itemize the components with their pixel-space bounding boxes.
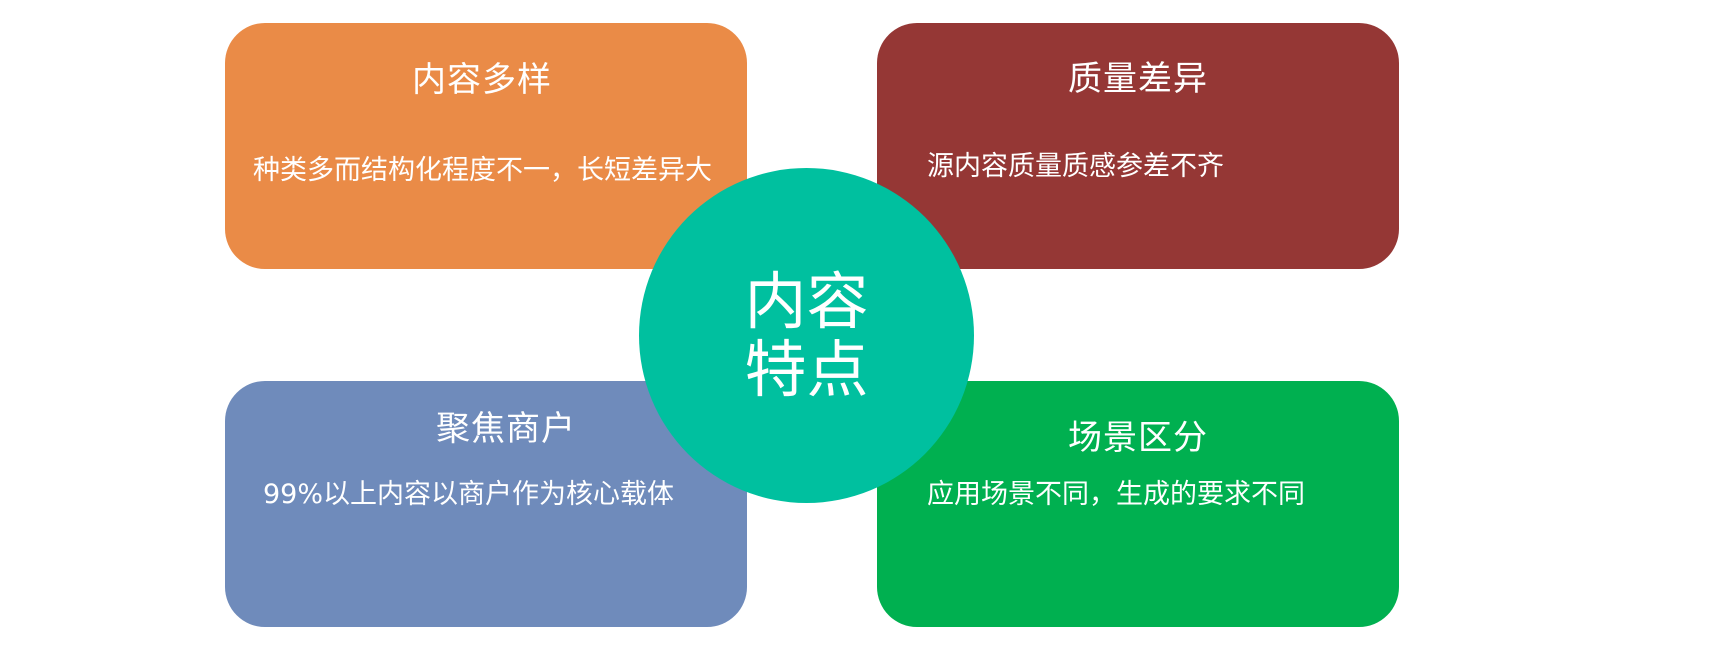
- card-description: 种类多而结构化程度不一，长短差异大: [253, 155, 712, 186]
- card-merchant-focus: 聚焦商户 99%以上内容以商户作为核心载体: [225, 381, 747, 627]
- card-title: 内容多样: [412, 60, 552, 100]
- card-title: 聚焦商户: [436, 409, 576, 449]
- card-description: 应用场景不同，生成的要求不同: [927, 479, 1305, 510]
- card-description: 99%以上内容以商户作为核心载体: [263, 479, 675, 510]
- center-hub-label: 内容特点: [744, 264, 869, 406]
- card-title: 质量差异: [1068, 59, 1208, 99]
- card-description: 源内容质量质感参差不齐: [927, 151, 1224, 182]
- card-scenario-distinction: 场景区分 应用场景不同，生成的要求不同: [877, 381, 1399, 627]
- center-hub-circle: 内容特点: [639, 168, 974, 503]
- card-quality-difference: 质量差异 源内容质量质感参差不齐: [877, 23, 1399, 269]
- card-content-diversity: 内容多样 种类多而结构化程度不一，长短差异大: [225, 23, 747, 269]
- card-title: 场景区分: [1068, 418, 1208, 458]
